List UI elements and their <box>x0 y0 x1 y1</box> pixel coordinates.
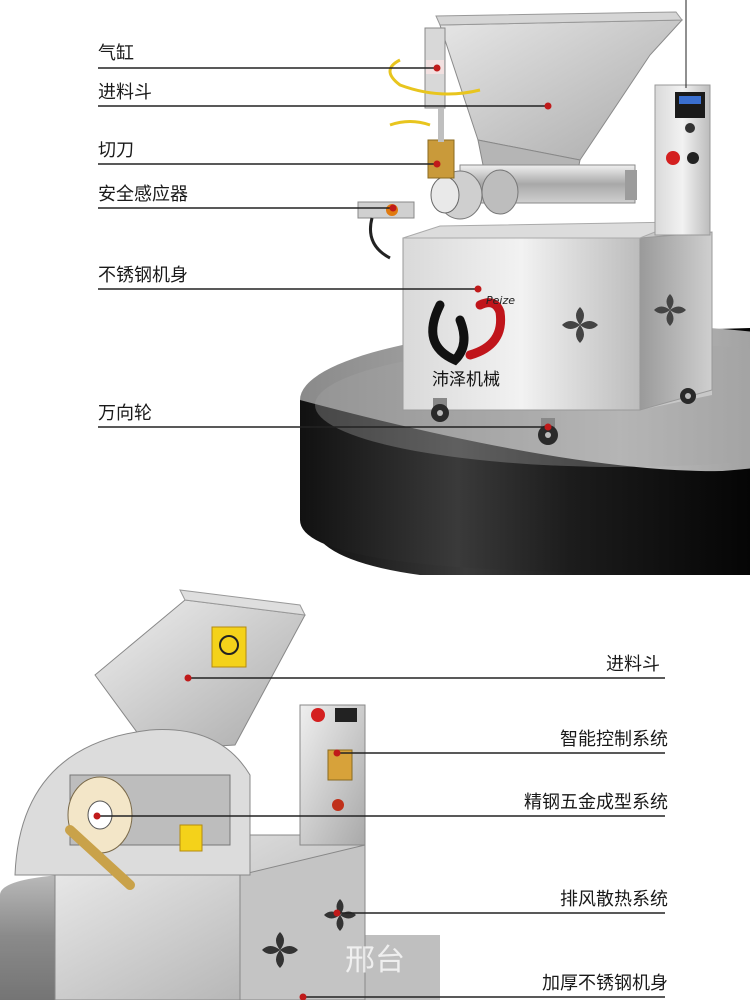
top-product-illustration: Peize 沛泽机械 <box>98 0 750 575</box>
callout-casters: 万向轮 <box>98 403 152 424</box>
watermark: 邢台 <box>345 943 405 978</box>
callout-air-cylinder: 气缸 <box>98 42 134 64</box>
feed-hopper <box>435 11 684 186</box>
fan-vent-icon <box>324 899 356 931</box>
callout-steel-forming-system: 精钢五金成型系统 <box>524 792 668 813</box>
callout-safety-sensor: 安全感应器 <box>98 184 188 205</box>
callout-anchor-dots <box>389 64 552 431</box>
fan-vent-icon <box>262 932 298 968</box>
callout-thick-stainless-body: 加厚不锈钢机身 <box>542 973 668 994</box>
feed-hopper <box>94 589 306 751</box>
callout-anchor-dots <box>93 674 341 1000</box>
brand-logo: Peize 沛泽机械 <box>428 294 515 390</box>
brand-english-name: Peize <box>486 294 515 307</box>
cutter-blade <box>427 108 455 179</box>
control-cabinet <box>654 0 711 236</box>
callout-feed-hopper: 进料斗 <box>98 82 152 103</box>
stainless-body <box>402 221 713 411</box>
extrusion-tube <box>430 164 637 220</box>
control-box <box>299 704 366 846</box>
brand-chinese-name: 沛泽机械 <box>432 370 500 390</box>
callout-leaders <box>98 67 548 428</box>
bottom-product-illustration: 邢台 进料斗 智能控制系统 精钢五金成型系统 排风散热系统 加厚不锈钢机身 <box>0 589 668 1000</box>
fan-vent-icon <box>562 307 598 343</box>
forming-system <box>14 729 251 890</box>
top-product-panel: Peize 沛泽机械 <box>98 0 750 575</box>
callout-cutter: 切刀 <box>98 140 134 161</box>
callout-stainless-body: 不锈钢机身 <box>98 265 188 286</box>
bottom-product-panel: 邢台 进料斗 智能控制系统 精钢五金成型系统 排风散热系统 加厚不锈钢机身 <box>0 575 750 1000</box>
caster-wheel <box>431 388 696 445</box>
callout-smart-control-system: 智能控制系统 <box>560 729 668 750</box>
callout-feed-hopper: 进料斗 <box>606 654 660 675</box>
callout-ventilation-system: 排风散热系统 <box>560 889 668 910</box>
fan-vent-icon <box>654 294 686 326</box>
callout-leaders <box>97 677 665 998</box>
